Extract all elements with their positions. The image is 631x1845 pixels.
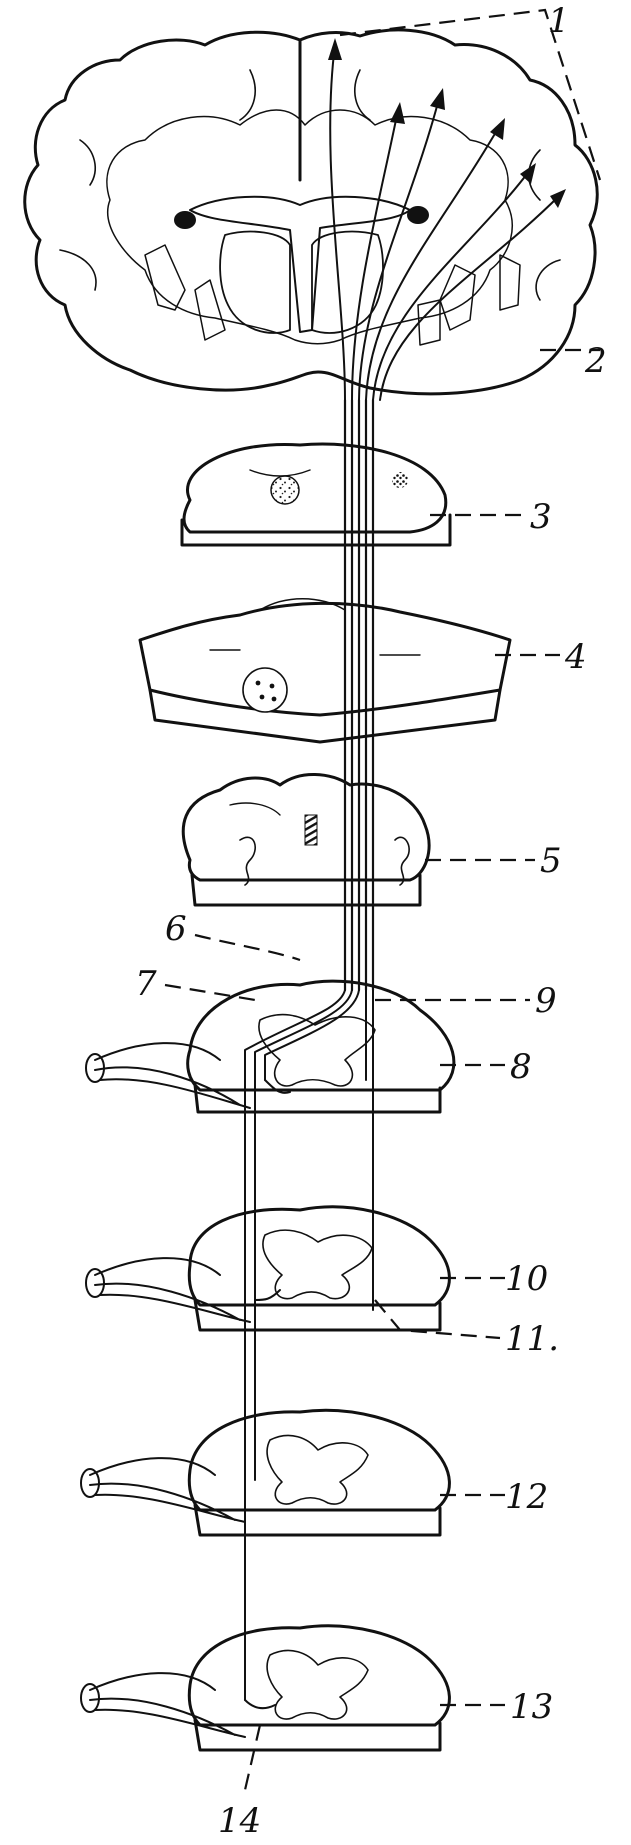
midbrain-section	[180, 442, 452, 547]
spinal-nerve-roots-sacral	[89, 1672, 246, 1738]
arrowhead	[430, 88, 445, 110]
spinal-nerve-roots-thoracic	[94, 1257, 251, 1323]
arrowhead	[550, 189, 566, 208]
label-12: 12	[505, 1477, 548, 1517]
pons-section	[138, 597, 512, 744]
nucleus-right	[407, 206, 429, 224]
thalamus-left	[219, 230, 291, 334]
pons-nucleus	[242, 667, 288, 713]
inferior-olive-left	[239, 836, 256, 886]
spinal-nerve-roots-lumbar	[89, 1457, 246, 1523]
grey-matter-sacral	[266, 1649, 369, 1720]
arrowhead	[490, 118, 505, 140]
insula-right	[499, 254, 521, 311]
label-6: 6	[165, 909, 187, 949]
spinal-section-lumbar	[80, 1408, 451, 1537]
thalamus-right	[311, 230, 384, 334]
lentiform-right-2	[417, 299, 441, 346]
spinal-nerve-roots-cervical	[94, 1042, 251, 1109]
label-14: 14	[218, 1801, 261, 1841]
white-matter	[106, 109, 513, 345]
label-8: 8	[510, 1047, 532, 1087]
nucleus-left	[174, 211, 196, 229]
label-7: 7	[135, 964, 157, 1004]
label-4: 4	[564, 637, 587, 677]
spinal-section-thoracic	[85, 1205, 451, 1332]
brain-outline	[23, 28, 599, 396]
arrowhead	[328, 38, 342, 60]
label-2: 2	[584, 341, 607, 381]
grey-matter-thoracic	[262, 1229, 373, 1300]
lentiform-left	[144, 244, 186, 311]
label-13: 13	[510, 1687, 553, 1727]
spinal-section-sacral	[80, 1624, 451, 1752]
lateral-ventricles	[189, 195, 411, 333]
number-labels: 1 2 3 4 5 6 7 8 9 10 11. 12 13 14	[135, 1, 607, 1841]
medulla-section	[181, 773, 431, 907]
grey-matter-cervical	[258, 1013, 376, 1087]
descending-bundle	[343, 398, 375, 992]
label-10: 10	[505, 1259, 548, 1299]
corticospinal-fibres-brain	[328, 8, 602, 401]
inferior-olive-right	[394, 836, 410, 886]
brain-coronal-section	[23, 28, 599, 396]
label-9: 9	[535, 981, 557, 1021]
spinal-section-cervical	[85, 979, 456, 1114]
label-11: 11.	[505, 1319, 559, 1359]
grey-matter-lumbar	[266, 1434, 369, 1505]
label-pointers	[164, 348, 600, 1791]
lateral-and-anterior-tracts	[244, 989, 374, 1710]
arrowhead	[520, 163, 536, 184]
label-3: 3	[530, 497, 552, 537]
label-5: 5	[540, 841, 562, 881]
label-1: 1	[548, 1, 570, 41]
red-nucleus	[270, 475, 300, 505]
arrowhead	[390, 102, 405, 124]
lentiform-left-2	[194, 279, 226, 341]
